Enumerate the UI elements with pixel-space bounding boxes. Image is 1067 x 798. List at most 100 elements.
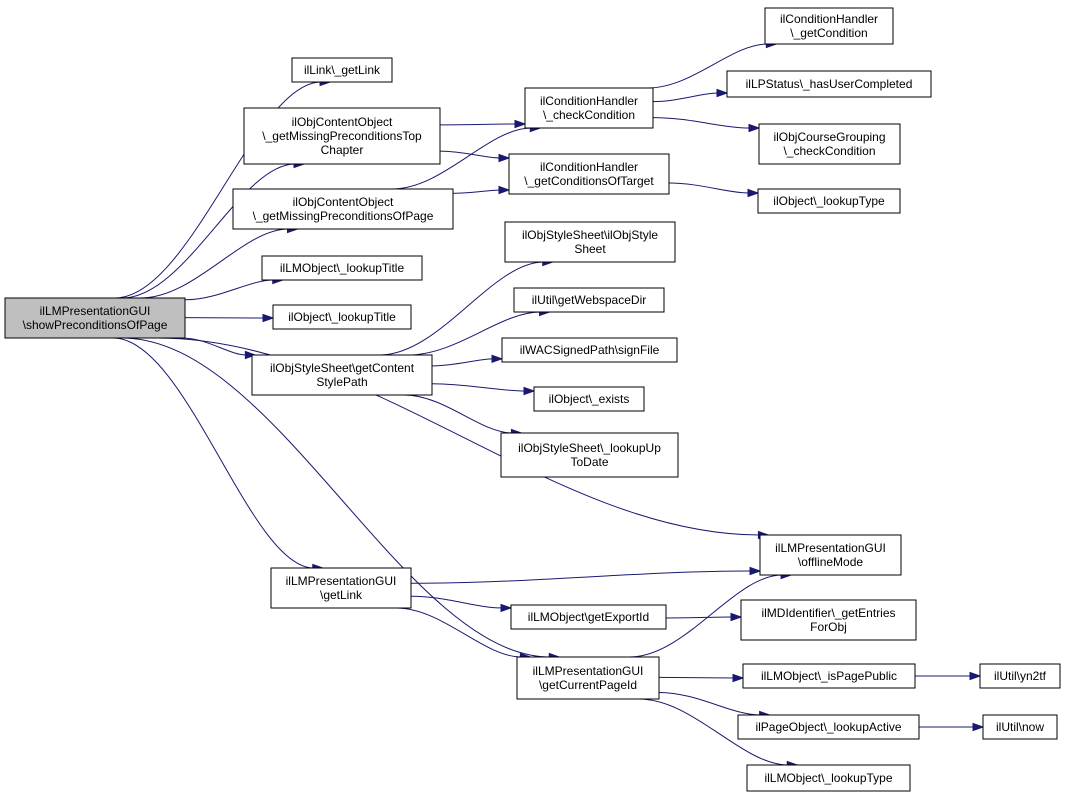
node-box — [764, 7, 894, 45]
node-box — [979, 663, 1061, 689]
node-getLink[interactable]: ilLink\_getLink — [291, 57, 393, 83]
node-label: ilObject\_lookupTitle — [288, 310, 396, 324]
edge-line — [452, 189, 501, 194]
node-lookupType[interactable]: ilObject\_lookupType — [757, 188, 901, 214]
edge-line — [379, 261, 544, 356]
node-label: Chapter — [321, 143, 364, 157]
node-label: \_checkCondition — [783, 144, 875, 158]
node-label: ilLMObject\_lookupTitle — [280, 261, 405, 275]
node-box — [508, 153, 670, 195]
edge-condTarget-lookupType — [668, 182, 760, 198]
edge-line — [122, 337, 551, 658]
node-label: StylePath — [316, 375, 367, 389]
edge-lmpGetLink-curPage — [395, 607, 532, 662]
edge-arrowhead — [262, 313, 275, 323]
node-box — [500, 432, 679, 478]
edge-line — [122, 163, 296, 299]
edge-isPublic-yn2tf — [914, 671, 982, 681]
node-label: ilMDIdentifier\_getEntries — [761, 606, 895, 620]
edge-arrowhead — [514, 119, 527, 129]
node-box — [533, 386, 645, 412]
node-box — [501, 337, 678, 363]
node-box — [4, 297, 186, 339]
edge-pageActive-now — [918, 722, 985, 732]
node-pageActive[interactable]: ilPageObject\_lookupActive — [737, 714, 920, 740]
node-label: ilLMPresentationGUI — [40, 304, 151, 318]
node-styleCtor[interactable]: ilObjStyleSheet\ilObjStyleSheet — [504, 221, 676, 263]
node-box — [291, 57, 393, 83]
edge-line — [391, 127, 532, 190]
node-grouping[interactable]: ilObjCourseGrouping\_checkCondition — [758, 123, 901, 165]
node-label: \_getConditionsOfTarget — [524, 174, 654, 188]
node-getCondition[interactable]: ilConditionHandler\_getCondition — [764, 7, 894, 45]
node-label: ilLMPresentationGUI — [286, 574, 397, 588]
node-yn2tf[interactable]: ilUtil\yn2tf — [979, 663, 1061, 689]
node-label: ilWACSignedPath\signFile — [520, 343, 660, 357]
edge-arrowhead — [244, 350, 257, 360]
edge-contentStyle-exists — [431, 383, 536, 396]
node-box — [270, 567, 412, 609]
node-label: ilConditionHandler — [780, 12, 878, 26]
node-objLookupTitle[interactable]: ilObject\_lookupTitle — [272, 304, 412, 330]
node-label: ilUtil\yn2tf — [994, 669, 1047, 683]
edge-lmpGetLink-offline — [410, 566, 762, 584]
node-checkCond[interactable]: ilConditionHandler\_checkCondition — [524, 87, 654, 129]
node-condTarget[interactable]: ilConditionHandler\_getConditionsOfTarge… — [508, 153, 670, 195]
node-box — [251, 354, 433, 396]
node-box — [504, 221, 676, 263]
node-box — [758, 123, 901, 165]
edge-curPage-isPublic — [658, 673, 745, 683]
edge-line — [410, 595, 503, 609]
node-isPublic[interactable]: ilLMObject\_isPagePublic — [742, 663, 916, 689]
node-lmLookupTitle[interactable]: ilLMObject\_lookupTitle — [261, 255, 423, 281]
node-label: ilLMObject\_isPagePublic — [761, 669, 897, 683]
edge-root-objLookupTitle — [184, 313, 275, 323]
node-label: ForObj — [810, 620, 847, 634]
edge-arrowhead — [716, 88, 729, 98]
edge-line — [403, 394, 513, 434]
node-box — [746, 764, 911, 792]
node-missPage[interactable]: ilObjContentObject\_getMissingPreconditi… — [232, 188, 454, 230]
node-curPage[interactable]: ilLMPresentationGUI\getCurrentPageId — [516, 656, 660, 700]
node-offline[interactable]: ilLMPresentationGUI\offlineMode — [759, 534, 902, 576]
node-missTop[interactable]: ilObjContentObject\_getMissingPreconditi… — [243, 107, 441, 165]
node-box — [261, 255, 423, 281]
node-label: ilLMObject\_lookupType — [764, 771, 892, 785]
node-exportId[interactable]: ilLMObject\getExportId — [510, 604, 667, 630]
node-signFile[interactable]: ilWACSignedPath\signFile — [501, 337, 678, 363]
node-lmpGetLink[interactable]: ilLMPresentationGUI\getLink — [270, 567, 412, 609]
edge-line — [157, 337, 760, 536]
edge-lmpGetLink-exportId — [410, 595, 513, 613]
edge-line — [439, 123, 517, 126]
node-label: ilObject\_lookupType — [773, 194, 885, 208]
node-hasUser[interactable]: ilLPStatus\_hasUserCompleted — [726, 70, 932, 98]
node-lmLookupType[interactable]: ilLMObject\_lookupType — [746, 764, 911, 792]
node-label: \_checkCondition — [543, 108, 635, 122]
node-now[interactable]: ilUtil\now — [982, 714, 1058, 740]
edge-line — [652, 117, 751, 129]
node-box — [740, 599, 917, 641]
edge-line — [410, 570, 752, 584]
node-label: \getCurrentPageId — [539, 678, 637, 692]
edge-missPage-condTarget — [452, 185, 511, 195]
node-webspace[interactable]: ilUtil\getWebspaceDir — [513, 287, 665, 313]
edge-contentStyle-signFile — [431, 354, 504, 367]
edge-line — [184, 279, 274, 301]
node-box — [742, 663, 916, 689]
edge-arrowhead — [523, 386, 536, 396]
node-label: ilLink\_getLink — [304, 63, 381, 77]
edge-line — [395, 607, 522, 658]
edge-arrowhead — [500, 603, 513, 613]
node-root[interactable]: ilLMPresentationGUI\showPreconditionsOfP… — [4, 297, 186, 339]
edge-line — [439, 150, 501, 159]
edge-line — [113, 337, 314, 569]
edge-arrowhead — [748, 123, 761, 133]
node-box — [510, 604, 667, 630]
node-label: Sheet — [574, 242, 606, 256]
edge-arrowhead — [498, 185, 511, 195]
node-exists[interactable]: ilObject\_exists — [533, 386, 645, 412]
